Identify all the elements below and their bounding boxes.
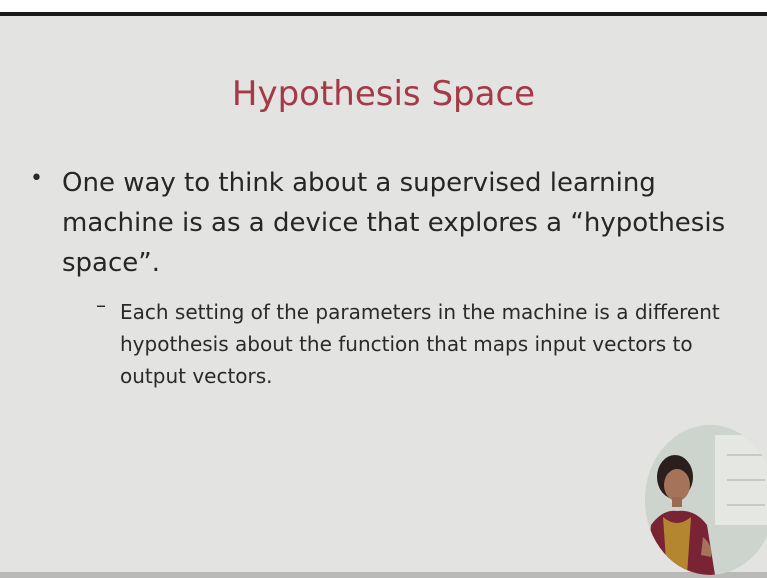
sub-bullet-text: Each setting of the parameters in the ma… [120,300,720,388]
bullet-text: One way to think about a supervised lear… [62,168,726,278]
slide-bottom-edge [0,572,767,578]
slide-title: Hypothesis Space [231,74,536,114]
presenter-video-inset [645,425,767,575]
presenter-icon [645,425,767,575]
bullet-marker: • [30,166,43,191]
slide: Hypothesis Space • One way to think abou… [0,12,767,578]
sub-bullet-marker: – [96,293,106,317]
